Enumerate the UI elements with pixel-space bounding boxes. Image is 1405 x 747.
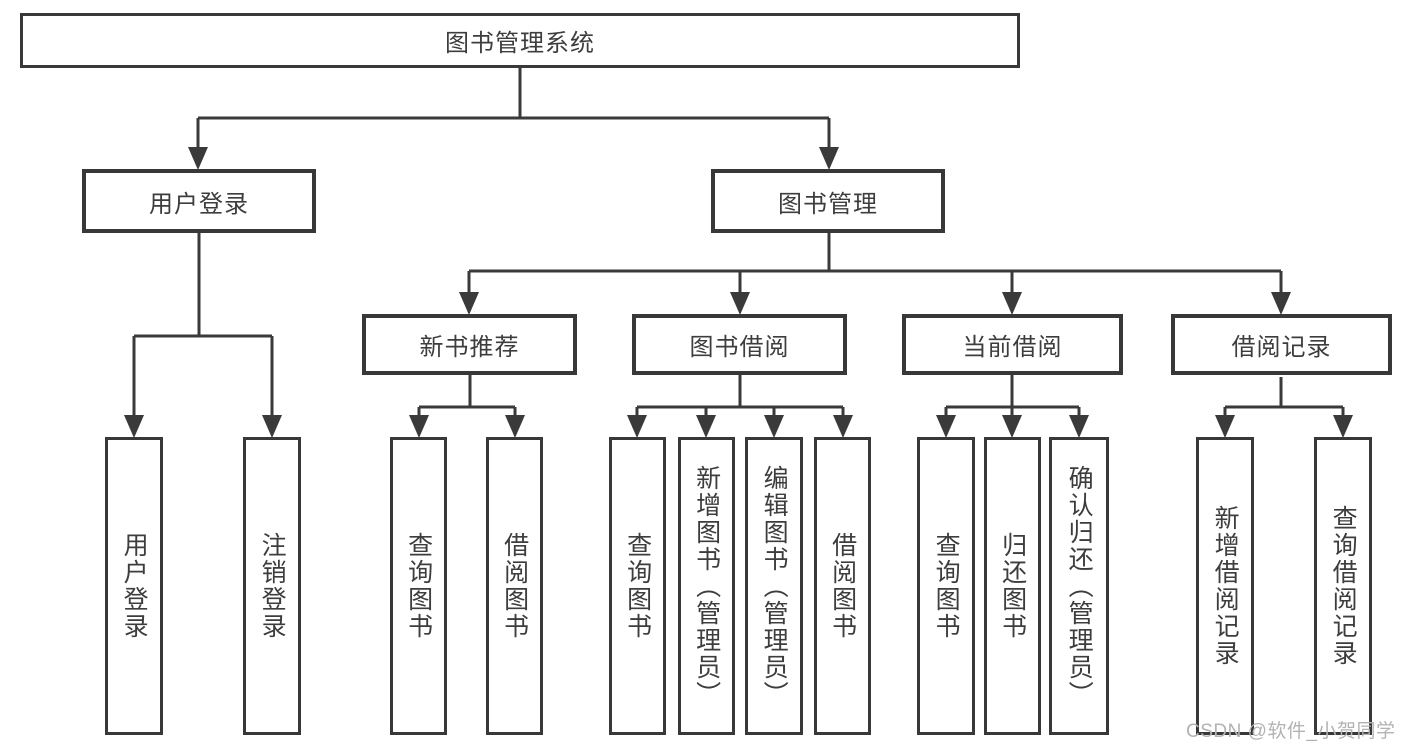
node-label: 查询图书 [404, 532, 433, 640]
leaf-query-books-borrowing: 查询图书 [609, 437, 666, 735]
node-label: 编辑图书（管理员） [760, 464, 789, 708]
node-label: 新增图书（管理员） [692, 464, 721, 708]
node-label: 查询图书 [932, 532, 961, 640]
node-label: 确认归还（管理员） [1065, 464, 1094, 708]
connector-user-login-children [124, 233, 282, 438]
connector-book-management-children [459, 233, 1291, 315]
leaf-return-books: 归还图书 [984, 437, 1041, 735]
node-label: 借阅记录 [1231, 334, 1332, 361]
leaf-borrow-books-borrowing: 借阅图书 [814, 437, 871, 735]
node-label: 借阅图书 [828, 532, 857, 640]
node-label: 借阅图书 [500, 532, 529, 640]
leaf-edit-books-admin: 编辑图书（管理员） [745, 437, 803, 735]
node-book-borrowing: 图书借阅 [632, 314, 847, 375]
leaf-add-books-admin: 新增图书（管理员） [678, 437, 735, 735]
node-label: 注销登录 [258, 532, 287, 640]
leaf-add-borrow-record: 新增借阅记录 [1196, 437, 1254, 735]
connector-borrowing-records-children [1215, 377, 1353, 438]
leaf-query-borrow-record: 查询借阅记录 [1314, 437, 1372, 735]
node-current-borrowing: 当前借阅 [902, 314, 1123, 375]
leaf-confirm-return-admin: 确认归还（管理员） [1049, 437, 1109, 735]
leaf-query-books-recommend: 查询图书 [390, 437, 447, 735]
node-label: 用户登录 [149, 190, 249, 218]
node-label: 归还图书 [998, 532, 1027, 640]
leaf-query-books-current: 查询图书 [917, 437, 975, 735]
node-label: 查询图书 [623, 532, 652, 640]
node-label: 当前借阅 [962, 334, 1063, 361]
node-label: 查询借阅记录 [1329, 505, 1358, 667]
connector-current-borrowing-children [936, 375, 1089, 438]
connector-new-book-children [409, 375, 525, 438]
node-label: 图书管理系统 [445, 30, 595, 57]
node-book-management: 图书管理 [711, 169, 945, 233]
node-root-library-management-system: 图书管理系统 [20, 13, 1020, 68]
node-label: 新书推荐 [419, 334, 520, 361]
node-label: 图书管理 [778, 190, 878, 218]
node-new-book-recommendation: 新书推荐 [362, 314, 577, 375]
leaf-user-login: 用户登录 [105, 437, 163, 735]
connector-root-to-level2 [188, 68, 839, 170]
node-label: 图书借阅 [689, 334, 790, 361]
node-borrowing-records: 借阅记录 [1171, 314, 1392, 375]
connector-book-borrowing-children [627, 375, 853, 438]
leaf-logout: 注销登录 [243, 437, 301, 735]
node-label: 新增借阅记录 [1211, 505, 1240, 667]
leaf-borrow-books-recommend: 借阅图书 [486, 437, 543, 735]
node-user-login: 用户登录 [82, 169, 316, 233]
node-label: 用户登录 [120, 532, 149, 640]
csdn-watermark: CSDN @软件_小贺同学 [1186, 721, 1396, 742]
